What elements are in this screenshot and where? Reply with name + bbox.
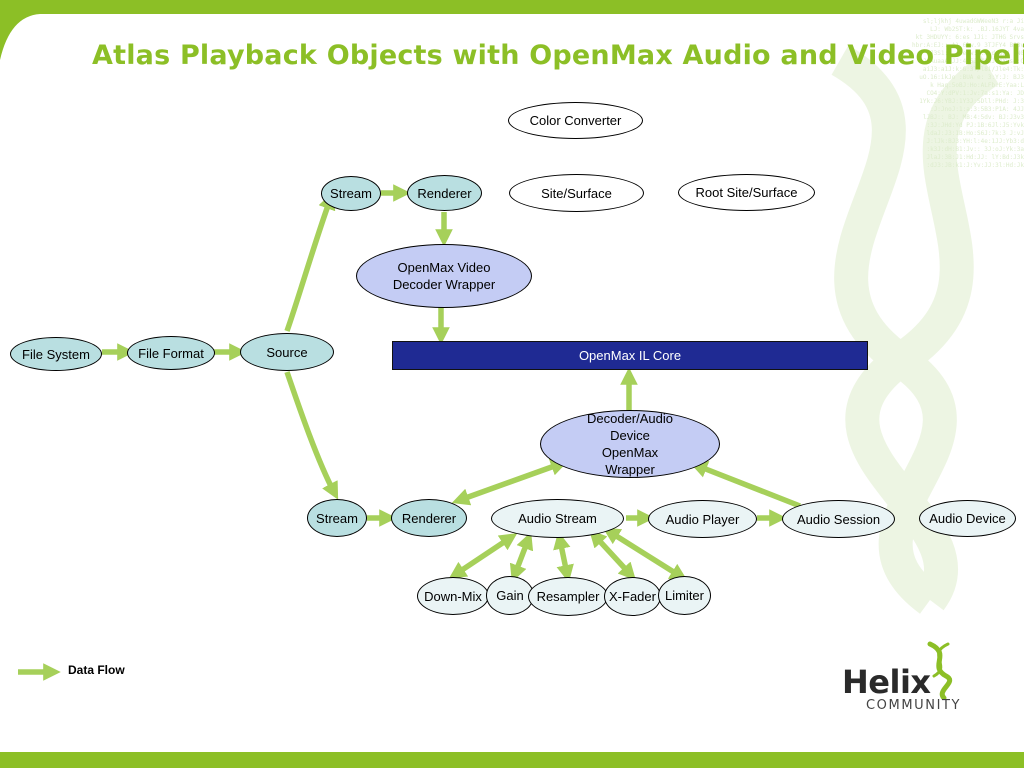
arrow-audio-session-to-audio-wrapper (689, 461, 802, 509)
node-audio-device: Audio Device (919, 500, 1016, 537)
bottom-green-band (0, 752, 1024, 768)
node-renderer-top: Renderer (407, 175, 482, 211)
arrow-audio-stream-limiter (602, 527, 688, 581)
node-down-mix: Down-Mix (417, 577, 489, 615)
helix-logo-word: Helix (842, 663, 931, 701)
node-audio-player: Audio Player (648, 500, 757, 538)
arrow-renderer-audio-wrapper (451, 458, 569, 506)
node-openmax-video-decoder-wrapper: OpenMax Video Decoder Wrapper (356, 244, 532, 308)
helix-logo-community: COMMUNITY (866, 698, 962, 713)
node-limiter: Limiter (658, 576, 711, 615)
node-decoder-audio-device-openmax-wrapper: Decoder/Audio Device OpenMax Wrapper (540, 410, 720, 478)
node-root-site-surface: Root Site/Surface (678, 174, 815, 211)
node-source: Source (240, 333, 334, 371)
node-audio-session: Audio Session (782, 500, 895, 538)
slide-title: Atlas Playback Objects with OpenMax Audi… (92, 40, 1024, 71)
node-site-surface: Site/Surface (509, 174, 644, 212)
arrow-audio-stream-resampler (553, 531, 574, 583)
background-code-texture: sl;ljkhj 4uwadGWWeeN3 r:a Ji LJ: Wb2ST:k… (912, 18, 1024, 169)
legend-label: Data Flow (68, 663, 125, 677)
node-file-system: File System (10, 337, 102, 371)
top-green-band (0, 0, 1024, 60)
node-stream-bottom: Stream (307, 499, 367, 537)
arrow-audio-stream-gain (509, 531, 534, 583)
dna-helix-icon (927, 641, 953, 700)
node-file-format: File Format (127, 336, 215, 370)
node-audio-stream: Audio Stream (491, 499, 624, 538)
node-resampler: Resampler (528, 577, 608, 616)
arrow-source-to-stream-bottom (284, 371, 339, 500)
node-renderer-bottom: Renderer (391, 499, 467, 537)
node-gain: Gain (486, 576, 534, 615)
arrow-audio-stream-downmix (448, 533, 518, 579)
node-stream-top: Stream (321, 176, 381, 211)
node-x-fader: X-Fader (604, 577, 661, 616)
openmax-il-core-bar: OpenMax IL Core (392, 341, 868, 370)
node-color-converter: Color Converter (508, 102, 643, 139)
arrow-source-to-stream-top (284, 191, 336, 332)
